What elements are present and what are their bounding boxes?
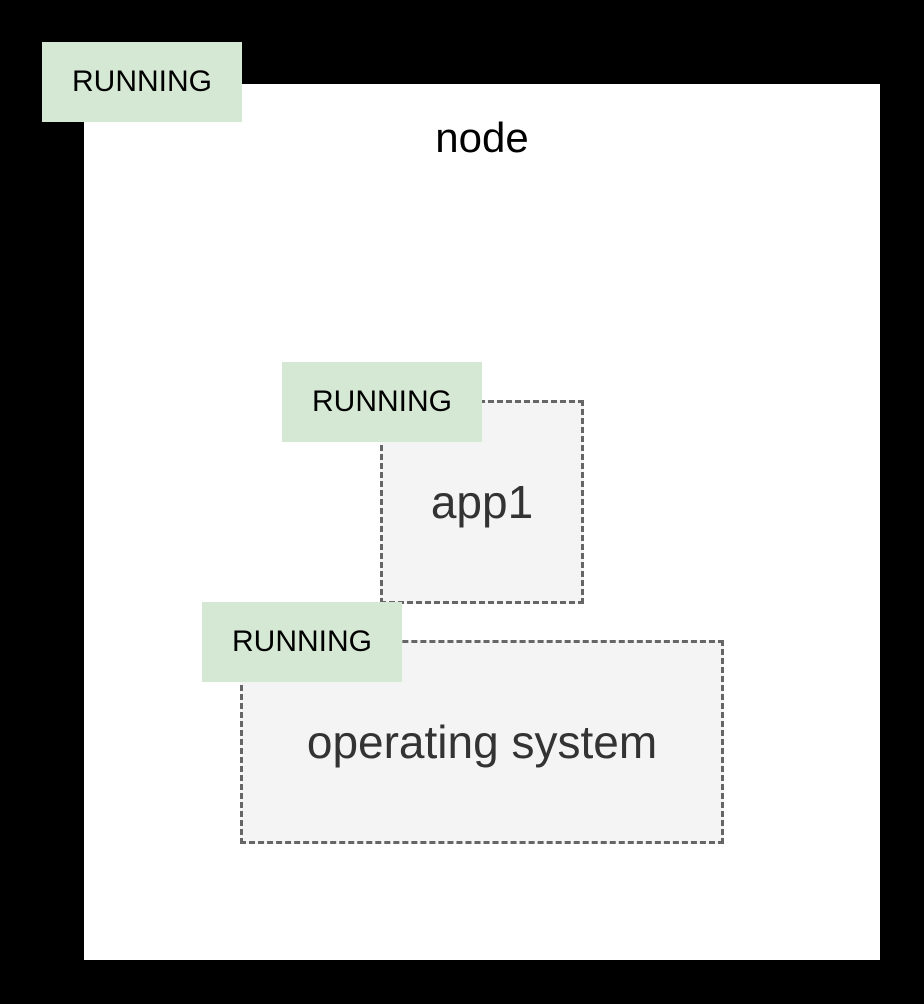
operating-system-status-badge: RUNNING [202, 602, 402, 682]
operating-system-label: operating system [306, 716, 658, 768]
node-status-badge: RUNNING [42, 42, 242, 122]
app1-status-badge: RUNNING [282, 362, 482, 442]
node-title: node [435, 114, 529, 161]
app1-label: app1 [430, 476, 534, 528]
